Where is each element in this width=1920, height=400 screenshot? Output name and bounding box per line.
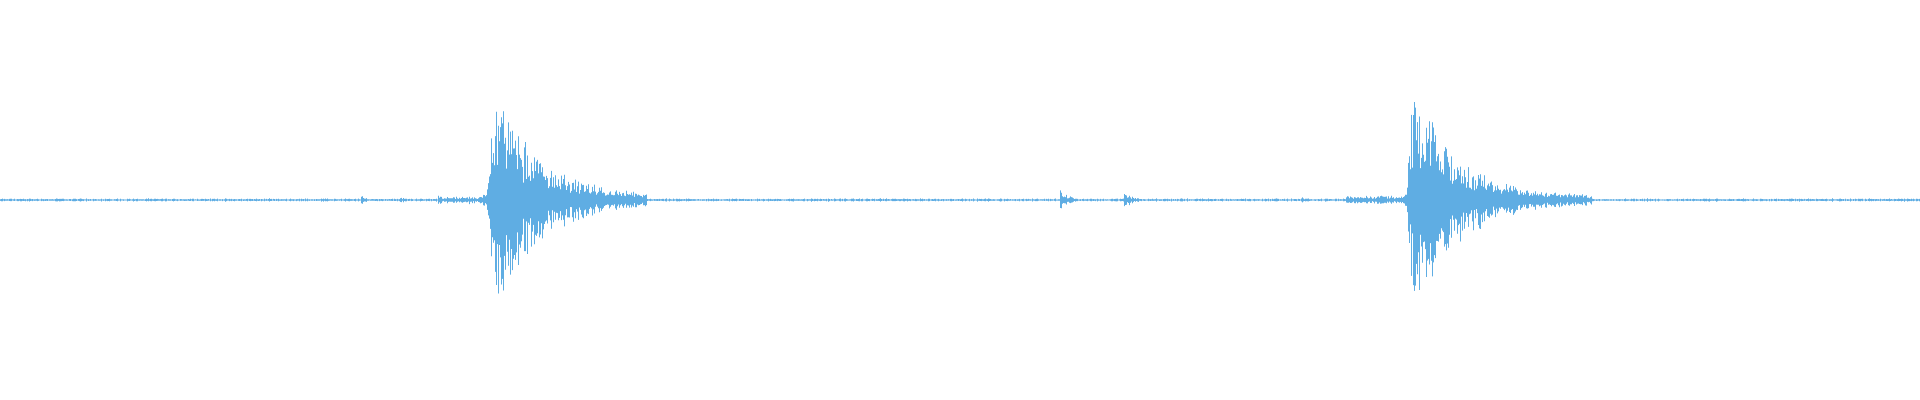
waveform-samples (0, 102, 1920, 294)
